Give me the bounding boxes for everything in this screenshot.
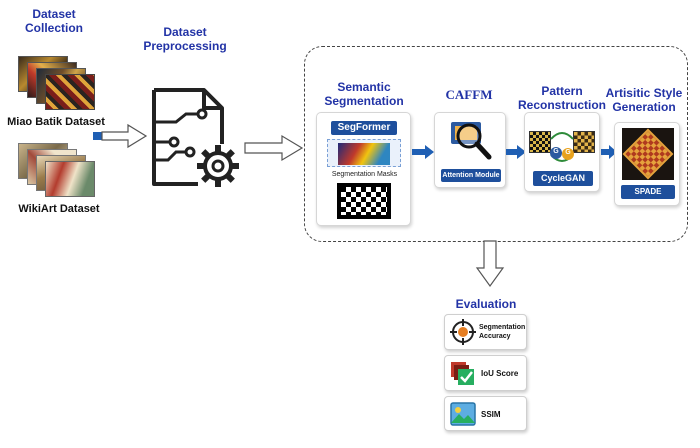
preprocessing-title-line1: Dataset [163, 25, 207, 39]
arrow-preprocessing-to-pipeline [244, 134, 304, 162]
seg-accuracy-line2: Accuracy [479, 333, 511, 340]
cyclegan-card: G G CycleGAN [524, 112, 600, 192]
arrow-pipeline-to-evaluation [475, 240, 505, 288]
segformer-card: SegFormer Segmentation Masks [316, 112, 411, 226]
generator-g-orange: G [565, 149, 571, 156]
segmentation-accuracy-label: Segmentation Accuracy [479, 323, 527, 341]
ssim-label: SSIM [481, 410, 501, 419]
wikiart-label: WikiArt Dataset [18, 203, 100, 215]
caffm-card: Attention Module [434, 112, 506, 188]
semantic-title-line2: Segmentation [324, 94, 404, 108]
segmentation-mask-image [337, 183, 391, 219]
caffm-title: CAFFM [445, 87, 493, 102]
attention-module-tag: Attention Module [441, 169, 501, 182]
artistic-title-line2: Generation [612, 100, 676, 114]
segmentation-accuracy-card: Segmentation Accuracy [444, 314, 527, 350]
ssim-card: SSIM [444, 396, 527, 431]
cycle-arrows-icon [550, 132, 574, 162]
arrow-caffm-to-pattern [506, 145, 526, 159]
preprocessing-title-line2: Preprocessing [143, 39, 227, 53]
segformer-input-image [327, 139, 401, 167]
dataset-collection-title: Dataset Collection [14, 7, 94, 35]
miao-batik-label: Miao Batik Dataset [7, 116, 105, 128]
magnifier-icon [451, 122, 492, 160]
segformer-tag: SegFormer [331, 121, 397, 135]
document-circuit-gear-icon [152, 88, 239, 187]
cyclegan-input-tile [529, 131, 551, 153]
dataset-collection-title-line1: Dataset [32, 7, 76, 21]
batik-image-front [45, 74, 95, 110]
evaluation-title: Evaluation [455, 297, 517, 311]
iou-score-label: IoU Score [481, 369, 519, 378]
iou-check-icon [451, 362, 474, 385]
wikiart-images [18, 143, 96, 199]
arrow-segmentation-to-caffm [412, 145, 434, 159]
generator-g-blue: G [553, 148, 559, 155]
spade-card: SPADE [614, 122, 680, 206]
wikiart-image-front [45, 161, 95, 197]
artistic-style-title: Artisitic Style Generation [604, 86, 684, 114]
spade-output-image [622, 128, 674, 180]
pattern-reconstruction-title: Pattern Reconstruction [518, 84, 606, 112]
preprocessing-title: Dataset Preprocessing [140, 25, 230, 53]
semantic-title-line1: Semantic [337, 80, 391, 94]
seg-accuracy-line1: Segmentation [479, 324, 526, 331]
miao-batik-images [18, 56, 96, 112]
arrow-collection-to-preprocessing [93, 123, 148, 149]
target-icon [450, 319, 476, 345]
arrow-pattern-to-artistic [601, 145, 617, 159]
cyclegan-tag: CycleGAN [533, 171, 593, 186]
iou-score-card: IoU Score [444, 355, 527, 391]
image-landscape-icon [450, 402, 476, 426]
dataset-collection-title-line2: Collection [24, 21, 83, 35]
cyclegan-output-tile [573, 131, 595, 153]
semantic-segmentation-title: Semantic Segmentation [316, 80, 412, 108]
pattern-title-line1: Pattern [541, 84, 583, 98]
spade-tag: SPADE [621, 185, 675, 199]
segmentation-masks-label: Segmentation Masks [331, 171, 398, 178]
artistic-title-line1: Artisitic Style [605, 86, 683, 100]
pattern-title-line2: Reconstruction [518, 98, 607, 112]
